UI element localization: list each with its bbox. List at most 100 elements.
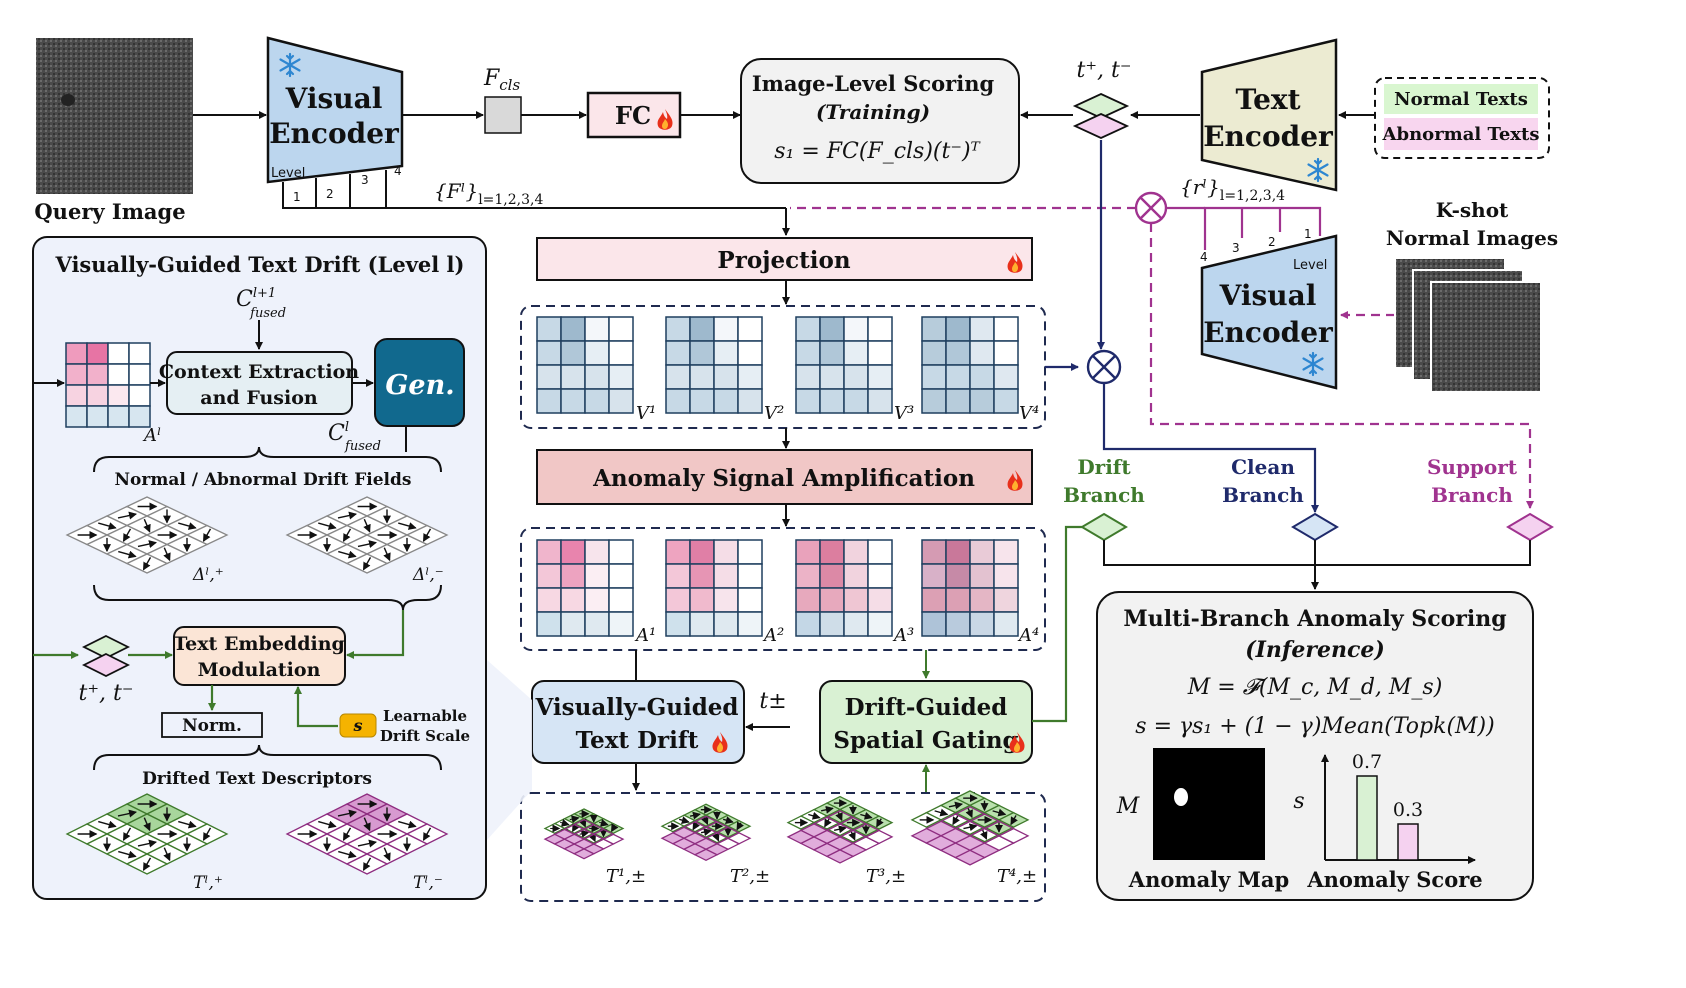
grid-cell	[608, 364, 634, 390]
anomaly-blob	[1174, 788, 1188, 806]
grid-cell	[819, 563, 845, 589]
grid-cell	[921, 316, 947, 342]
grid-cell	[665, 388, 691, 414]
tl-pos-label: Tˡ,⁺	[193, 873, 223, 893]
level-4: 4	[394, 164, 402, 178]
support-level-2: 2	[1268, 235, 1276, 249]
drift-arrow	[163, 547, 171, 562]
projected-feature-grids	[536, 316, 1019, 414]
level-taps	[282, 170, 786, 209]
grid-cell	[867, 388, 893, 414]
grid-cell	[921, 587, 947, 613]
grid-cell	[737, 563, 763, 589]
learnable-scale-token: s	[339, 713, 377, 738]
grid-cell	[65, 384, 88, 407]
drift-arrow	[383, 547, 391, 562]
vgtd-label-1: Visually-Guided	[534, 694, 738, 721]
drift-arrow	[701, 816, 709, 826]
drift-arrow	[98, 522, 117, 530]
drift-arrow	[578, 818, 587, 828]
grid-cell	[867, 316, 893, 342]
grid-cell	[713, 563, 739, 589]
clean-branch-token	[1291, 512, 1339, 542]
drift-arrow	[808, 811, 821, 820]
grid-cell	[819, 316, 845, 342]
clean-branch-label-1: Clean	[1231, 455, 1295, 479]
amplified-map-grids	[536, 539, 1019, 637]
drift-arrow	[980, 829, 988, 840]
v-grid-3	[795, 316, 893, 414]
support-branch-token	[1506, 512, 1554, 542]
a-grid-4	[921, 539, 1019, 637]
grid-cell	[536, 316, 562, 342]
drift-fields-label: Normal / Abnormal Drift Fields	[115, 470, 412, 490]
kshot-normal-images	[1394, 257, 1542, 393]
v2-label: V²	[764, 403, 784, 424]
iso-cell	[693, 848, 719, 862]
grid-cell	[608, 388, 634, 414]
support-level-4: 4	[1200, 250, 1208, 264]
grid-cell	[689, 388, 715, 414]
grid-cell	[737, 388, 763, 414]
support-branch-lines	[790, 206, 1534, 509]
image-level-scoring: Image-Level Scoring (Training) s₁ = FC(F…	[740, 58, 1020, 184]
grid-cell	[536, 563, 562, 589]
grid-cell	[608, 340, 634, 366]
mbas-subtitle: (Inference)	[1245, 637, 1385, 663]
fcls-token	[484, 96, 522, 134]
multi-branch-scoring: Multi-Branch Anomaly Scoring (Inference)…	[1096, 591, 1534, 901]
mbas-eq-1: M = 𝓕(M_c, M_d, M_s)	[1187, 675, 1443, 700]
grid-cell	[713, 539, 739, 565]
grid-cell	[608, 563, 634, 589]
iso-cell	[954, 849, 986, 866]
grid-cell	[843, 316, 869, 342]
asa-label: Anomaly Signal Amplification	[592, 465, 975, 492]
drift-arrow	[934, 808, 949, 817]
iso-cell	[825, 849, 855, 864]
drift-arrow	[572, 823, 580, 833]
grid-cell	[689, 587, 715, 613]
grid-cell	[584, 563, 610, 589]
drift-arrow	[833, 825, 847, 834]
grid-cell	[536, 611, 562, 637]
a-grid-2	[665, 539, 763, 637]
descriptors-brace	[93, 744, 442, 771]
grid-cell	[921, 611, 947, 637]
drift-arrow	[398, 522, 417, 530]
grid-cell	[65, 363, 88, 386]
grid-cell	[536, 340, 562, 366]
anomaly-signal-amplification: Anomaly Signal Amplification	[536, 449, 1033, 505]
normal-drift-field	[65, 496, 229, 574]
kshot-label-1: K-shot	[1436, 198, 1509, 222]
grid-cell	[993, 587, 1019, 613]
grid-cell	[689, 563, 715, 589]
al-grid	[65, 342, 151, 428]
grid-cell	[608, 587, 634, 613]
grid-cell	[867, 563, 893, 589]
support-combine-operator	[1134, 191, 1168, 225]
grid-cell	[843, 539, 869, 565]
grid-cell	[128, 384, 151, 407]
clean-branch-label-2: Branch	[1222, 483, 1304, 507]
drift-arrow	[337, 809, 357, 818]
drift-arrow	[202, 827, 212, 841]
drift-arrow	[357, 839, 377, 848]
drift-arrow	[383, 847, 391, 862]
grid-cell	[867, 364, 893, 390]
grid-cell	[107, 384, 130, 407]
grid-cell	[795, 539, 821, 565]
grid-cell	[584, 539, 610, 565]
grid-cell	[993, 316, 1019, 342]
grid-cell	[713, 364, 739, 390]
grid-cell	[713, 316, 739, 342]
kshot-label-2: Normal Images	[1386, 226, 1558, 250]
grid-cell	[921, 563, 947, 589]
grid-cell	[945, 364, 971, 390]
grid-cell	[560, 563, 586, 589]
scoring-title: Image-Level Scoring	[752, 71, 995, 96]
abnormal-drift-field	[285, 496, 449, 574]
support-level-label: Level	[1293, 258, 1327, 273]
tem-label-1: Text Embedding	[173, 633, 345, 655]
